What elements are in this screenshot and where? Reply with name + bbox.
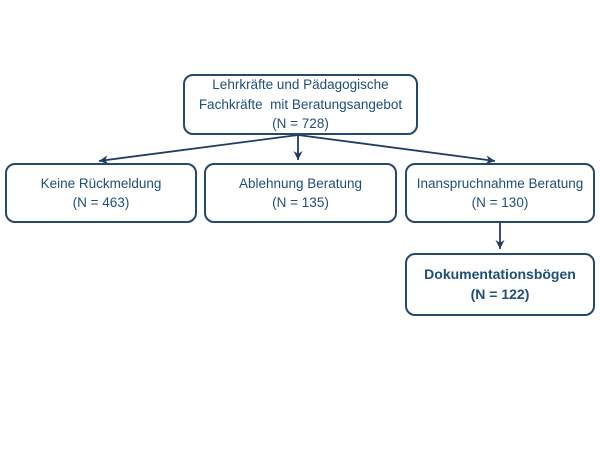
node-text-line: Fachkräfte mit Beratungsangebot (198, 96, 403, 112)
arrow-root-to-none (98, 134, 299, 165)
node-used-counseling: Inanspruchnahme Beratung (N = 130) (405, 163, 595, 223)
node-no-response: Keine Rückmeldung (N = 463) (5, 163, 197, 223)
node-text-line: Dokumentationsbögen (424, 266, 576, 282)
node-count: (N = 135) (272, 195, 329, 210)
node-count: (N = 130) (471, 195, 529, 210)
node-declined-counseling: Ablehnung Beratung (N = 135) (204, 163, 397, 223)
node-text-line: Ablehnung Beratung (238, 175, 363, 191)
node-text-line: Lehrkräfte und Pädagogische (212, 77, 389, 93)
node-text-line: Keine Rückmeldung (40, 175, 162, 191)
node-text-line: Inanspruchnahme Beratung (416, 175, 584, 191)
node-count: (N = 463) (72, 195, 130, 210)
node-count: (N = 122) (470, 285, 530, 302)
node-documentation-sheets: Dokumentationsbögen (N = 122) (405, 253, 595, 316)
node-count: (N = 728) (272, 116, 329, 132)
node-root-offered-counseling: Lehrkräfte und Pädagogische Fachkräfte m… (183, 74, 418, 135)
arrow-root-to-uptake (297, 134, 496, 165)
